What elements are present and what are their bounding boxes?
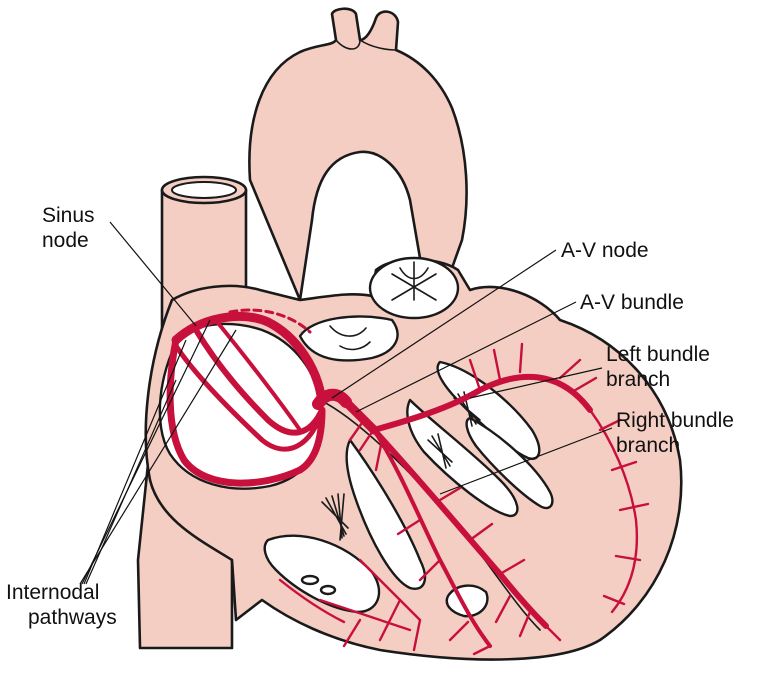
left-bundle-branch-line2: branch (606, 367, 710, 392)
aorta (249, 9, 466, 300)
av-bundle-label: A-V bundle (580, 290, 684, 315)
internodal-pathways-label: Internodal pathways (6, 580, 117, 630)
internodal-pathways-line1: Internodal (6, 580, 117, 605)
sinus-node-label: Sinus node (42, 203, 95, 253)
left-bundle-branch-label: Left bundle branch (606, 342, 710, 392)
sinus-node-label-line1: Sinus (42, 203, 95, 228)
sinus-node-label-line2: node (42, 228, 95, 253)
right-bundle-branch-label: Right bundle branch (616, 408, 734, 458)
right-bundle-branch-line2: branch (616, 433, 734, 458)
left-bundle-branch-line1: Left bundle (606, 342, 710, 367)
right-bundle-branch-line1: Right bundle (616, 408, 734, 433)
av-node-label: A-V node (561, 238, 649, 263)
internodal-pathways-line2: pathways (6, 605, 117, 630)
